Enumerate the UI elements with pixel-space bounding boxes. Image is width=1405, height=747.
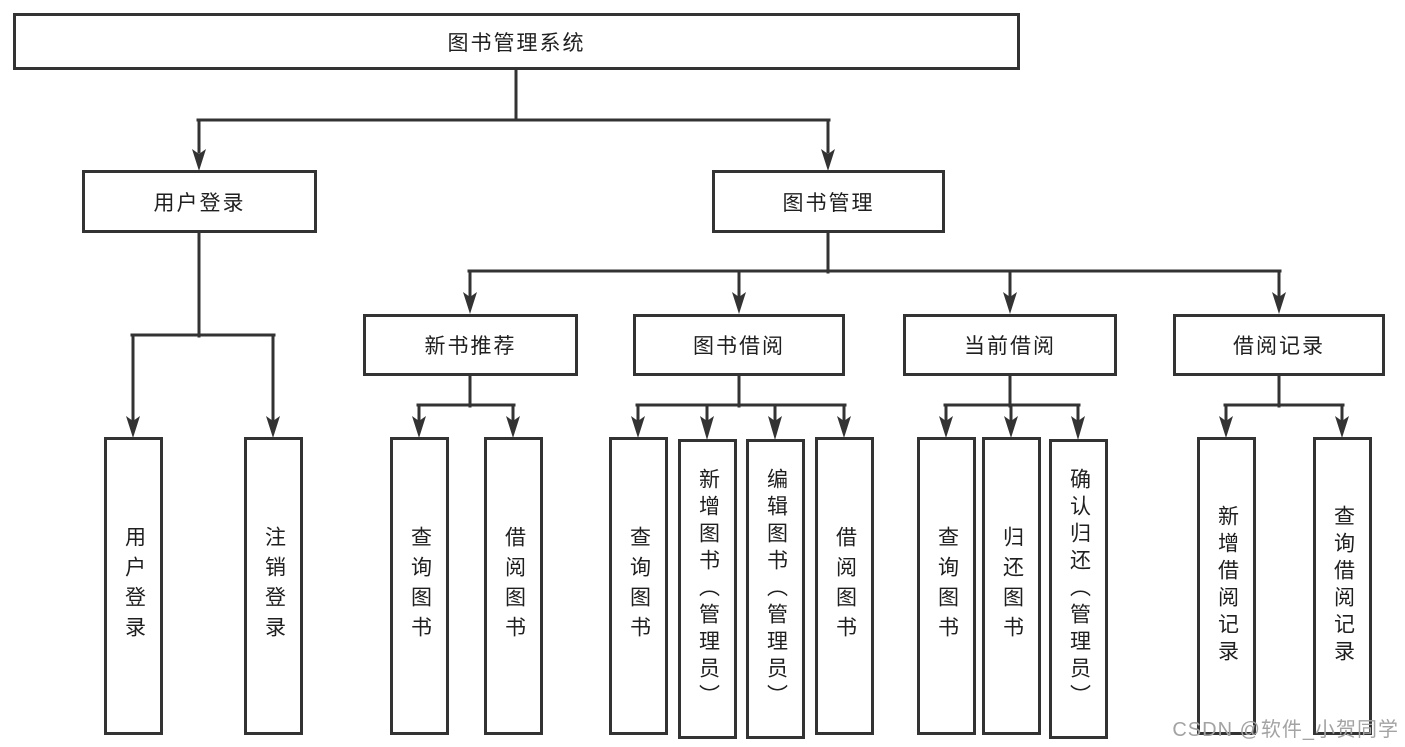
node-leaf-query-books-2: 查询图书: [609, 437, 668, 735]
node-leaf-logout: 注销登录: [244, 437, 303, 735]
node-root-library-management-system: 图书管理系统: [13, 13, 1020, 70]
node-leaf-return-book: 归还图书: [982, 437, 1041, 735]
node-leaf-add-borrow-record: 新增借阅记录: [1197, 437, 1256, 735]
node-leaf-query-borrow-record: 查询借阅记录: [1313, 437, 1372, 735]
node-leaf-confirm-return-admin: 确认归还（管理员）: [1049, 439, 1108, 739]
csdn-watermark: CSDN @软件_小贺同学: [1172, 719, 1399, 741]
node-new-book-recommendation: 新书推荐: [363, 314, 578, 376]
node-leaf-add-book-admin: 新增图书（管理员）: [678, 439, 737, 739]
node-leaf-query-books-3: 查询图书: [917, 437, 976, 735]
node-leaf-borrow-books-2: 借阅图书: [815, 437, 874, 735]
node-leaf-user-login: 用户登录: [104, 437, 163, 735]
node-leaf-borrow-books-1: 借阅图书: [484, 437, 543, 735]
node-borrowing-records: 借阅记录: [1173, 314, 1385, 376]
node-current-borrowing: 当前借阅: [903, 314, 1117, 376]
node-book-borrowing: 图书借阅: [633, 314, 845, 376]
node-user-login-branch: 用户登录: [82, 170, 317, 233]
node-book-management-branch: 图书管理: [712, 170, 945, 233]
node-leaf-query-books-1: 查询图书: [390, 437, 449, 735]
node-leaf-edit-book-admin: 编辑图书（管理员）: [746, 439, 805, 739]
